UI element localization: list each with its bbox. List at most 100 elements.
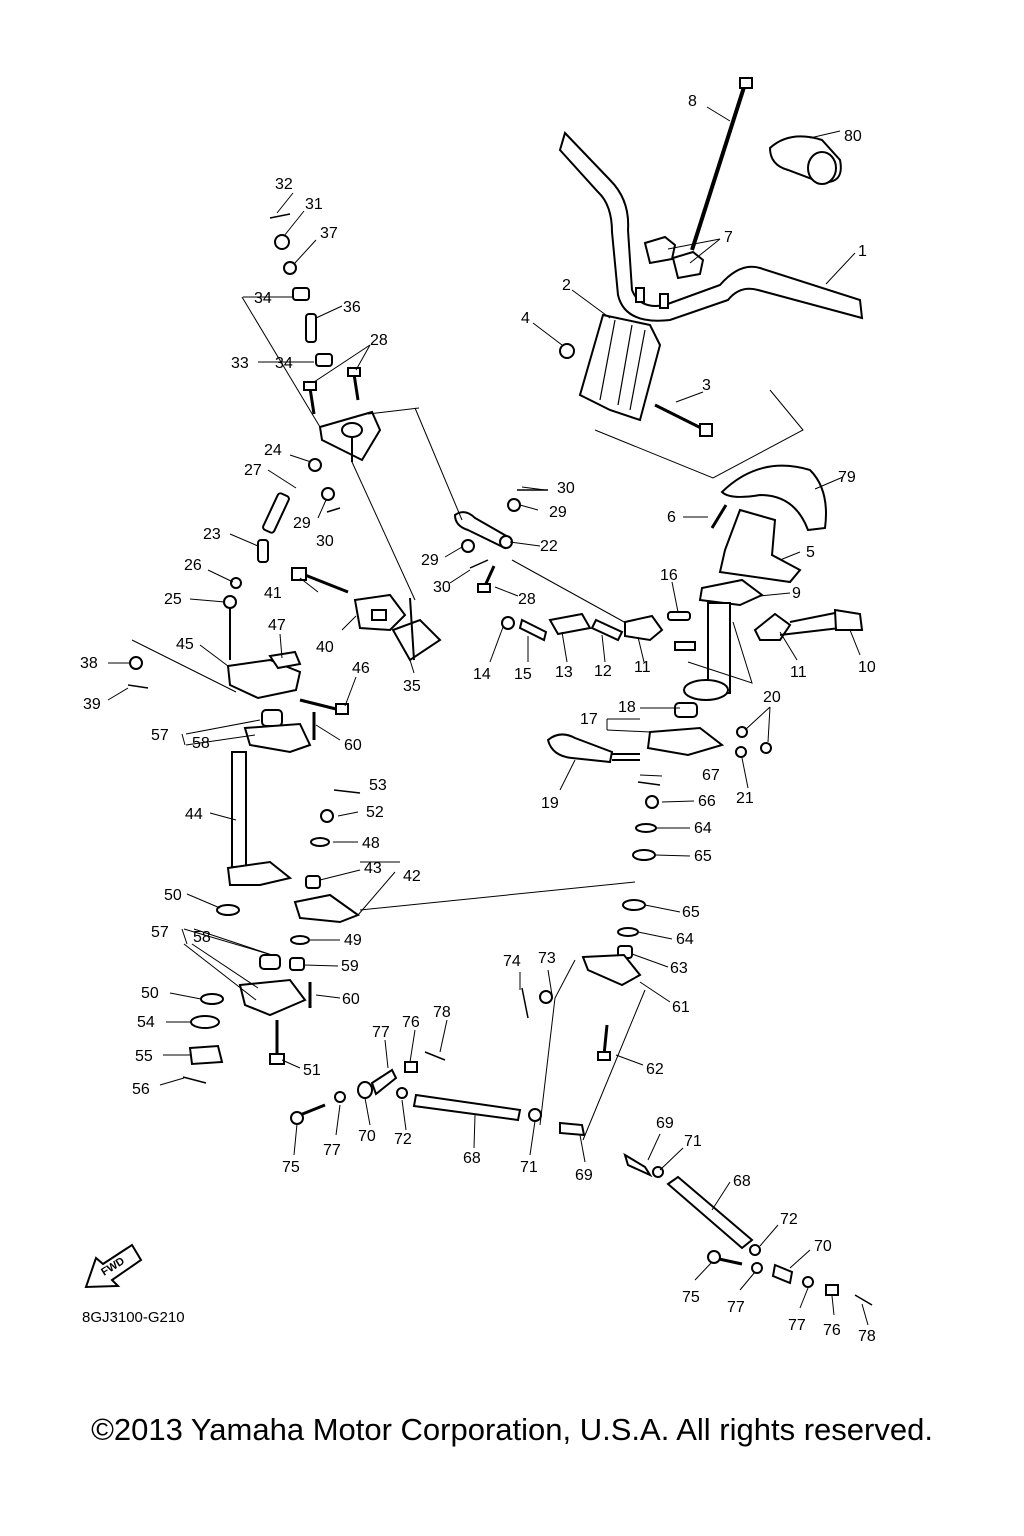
part-label-68b: 68 (733, 1173, 751, 1190)
part-label-64b: 64 (676, 931, 694, 948)
part-label-33: 33 (231, 355, 249, 372)
part-label-52: 52 (366, 804, 384, 821)
nut-29-left (321, 487, 341, 513)
part-label-50b: 50 (141, 985, 159, 1002)
part-label-70b: 70 (814, 1238, 832, 1255)
holder-bolt (654, 403, 713, 437)
part-label-75b: 75 (682, 1289, 700, 1306)
part-label-76a: 76 (402, 1014, 420, 1031)
part-label-34a: 34 (254, 290, 272, 307)
part-label-19: 19 (541, 795, 559, 812)
bolt-51 (269, 1020, 285, 1065)
link-plate-13 (548, 612, 592, 636)
handlebar-pad (768, 135, 842, 185)
part-label-9: 9 (792, 585, 801, 602)
part-label-27: 27 (244, 462, 262, 479)
part-label-25: 25 (164, 591, 182, 608)
part-label-46: 46 (352, 660, 370, 677)
part-label-34b: 34 (275, 355, 293, 372)
part-label-78a: 78 (433, 1004, 451, 1021)
column-bolts (735, 726, 772, 758)
part-label-76b: 76 (823, 1322, 841, 1339)
part-label-13: 13 (555, 664, 573, 681)
part-label-61: 61 (672, 999, 690, 1016)
pivot-bolts-28 (303, 367, 361, 415)
pivot-bracket (318, 410, 382, 462)
nut-29-mid (461, 498, 521, 553)
bolt-62 (597, 1024, 611, 1061)
part-label-60a: 60 (344, 737, 362, 754)
part-label-44: 44 (185, 806, 203, 823)
link-plate-11-left (624, 614, 664, 642)
part-label-47: 47 (268, 617, 286, 634)
copyright-notice: ©2013 Yamaha Motor Corporation, U.S.A. A… (91, 1412, 933, 1447)
part-label-29b: 29 (549, 504, 567, 521)
part-label-71b: 71 (684, 1133, 702, 1150)
handlebar (558, 131, 864, 322)
part-label-39: 39 (83, 696, 101, 713)
part-label-29c: 29 (421, 552, 439, 569)
nut-38 (127, 656, 149, 689)
part-label-77b: 77 (323, 1142, 341, 1159)
bolt-41 (291, 567, 349, 594)
part-label-74: 74 (503, 953, 521, 970)
part-label-7: 7 (724, 229, 733, 246)
part-label-79: 79 (838, 469, 856, 486)
link-rod-12 (590, 618, 624, 642)
part-label-65b: 65 (682, 904, 700, 921)
tie-rod-68-right (623, 1152, 754, 1250)
part-label-78b: 78 (858, 1328, 876, 1345)
part-label-16: 16 (660, 567, 678, 584)
part-label-71a: 71 (520, 1159, 538, 1176)
part-label-2: 2 (562, 277, 571, 294)
part-label-80: 80 (844, 128, 862, 145)
part-label-22: 22 (540, 538, 558, 555)
part-label-31: 31 (305, 196, 323, 213)
part-label-72a: 72 (394, 1131, 412, 1148)
part-label-38: 38 (80, 655, 98, 672)
part-number-labels: 1 2 3 4 5 6 7 8 9 10 11 11 12 13 14 15 1… (80, 93, 876, 1345)
pitman-arm-right (546, 733, 640, 764)
part-label-24: 24 (264, 442, 282, 459)
bolt-28-mid (477, 565, 496, 593)
part-label-18: 18 (618, 699, 636, 716)
part-label-48: 48 (362, 835, 380, 852)
part-label-26: 26 (184, 557, 202, 574)
part-label-54: 54 (137, 1014, 155, 1031)
part-label-30a: 30 (316, 533, 334, 550)
part-label-4: 4 (521, 310, 530, 327)
part-label-36: 36 (343, 299, 361, 316)
part-label-43: 43 (364, 860, 382, 877)
part-label-28b: 28 (518, 591, 536, 608)
tie-rod-end-70-left (290, 1051, 446, 1125)
fwd-arrow-icon: FWD (84, 1243, 143, 1289)
part-label-49: 49 (344, 932, 362, 949)
part-label-77a: 77 (372, 1024, 390, 1041)
link-rod-15 (518, 618, 548, 642)
column-bearing-holder (753, 608, 864, 641)
part-label-30c: 30 (433, 579, 451, 596)
center-arm-42 (289, 789, 361, 971)
cover-bolt (710, 504, 728, 529)
part-label-30b: 30 (557, 480, 575, 497)
part-label-45: 45 (176, 636, 194, 653)
part-label-40: 40 (316, 639, 334, 656)
part-label-53: 53 (369, 777, 387, 794)
bracket-35 (391, 597, 442, 662)
callout-leaders (107, 106, 869, 1326)
part-label-68a: 68 (463, 1150, 481, 1167)
handlebar-holder (578, 313, 662, 422)
part-label-8: 8 (688, 93, 697, 110)
part-label-58b: 58 (193, 929, 211, 946)
pitman-arm-45 (226, 650, 302, 700)
part-label-11b: 11 (790, 664, 807, 681)
bushing-16 (667, 611, 691, 621)
part-label-6: 6 (667, 509, 676, 526)
part-label-66: 66 (698, 793, 716, 810)
lower-bearing-stack (182, 904, 307, 1084)
part-label-59: 59 (341, 958, 359, 975)
part-label-29a: 29 (293, 515, 311, 532)
part-label-21: 21 (736, 790, 754, 807)
holder-nut (559, 343, 575, 359)
